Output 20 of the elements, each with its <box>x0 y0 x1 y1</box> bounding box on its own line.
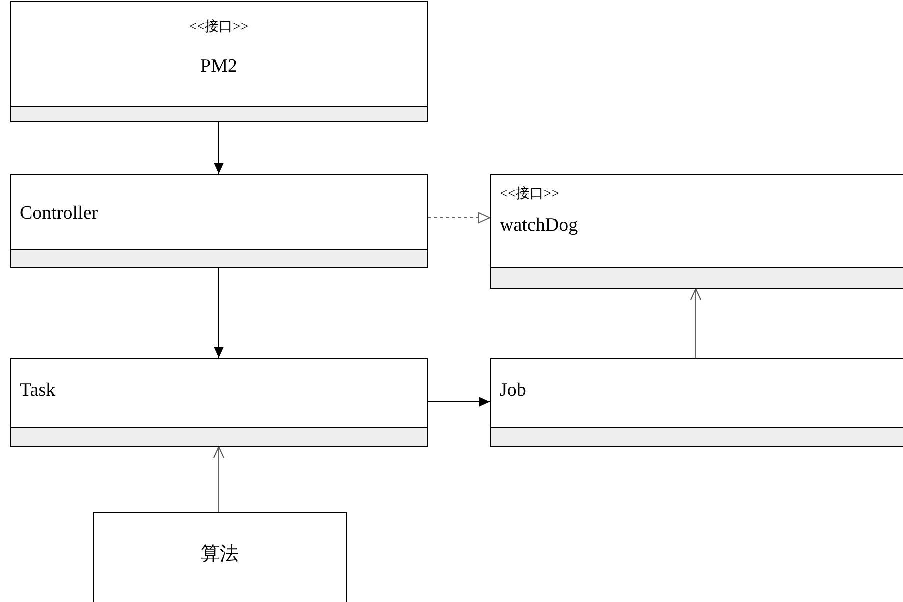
stereotype-label: <<接口>> <box>189 18 249 36</box>
arrow <box>214 446 224 512</box>
class-name: Controller <box>20 203 98 225</box>
class-box <box>10 174 428 268</box>
class-box <box>490 358 903 447</box>
class-name: watchDog <box>500 215 578 237</box>
arrow <box>428 212 490 224</box>
class-box <box>93 512 347 602</box>
arrow <box>214 122 224 174</box>
class-name: Job <box>500 380 526 402</box>
class-name: 算法 <box>201 543 239 567</box>
class-box <box>490 174 903 289</box>
stereotype-label: <<接口>> <box>500 185 560 203</box>
arrow <box>428 397 490 407</box>
class-name: PM2 <box>200 56 238 78</box>
class-box <box>10 358 428 447</box>
class-box <box>10 1 428 122</box>
arrow <box>690 288 702 358</box>
class-name: Task <box>20 380 56 402</box>
arrow <box>214 268 224 358</box>
